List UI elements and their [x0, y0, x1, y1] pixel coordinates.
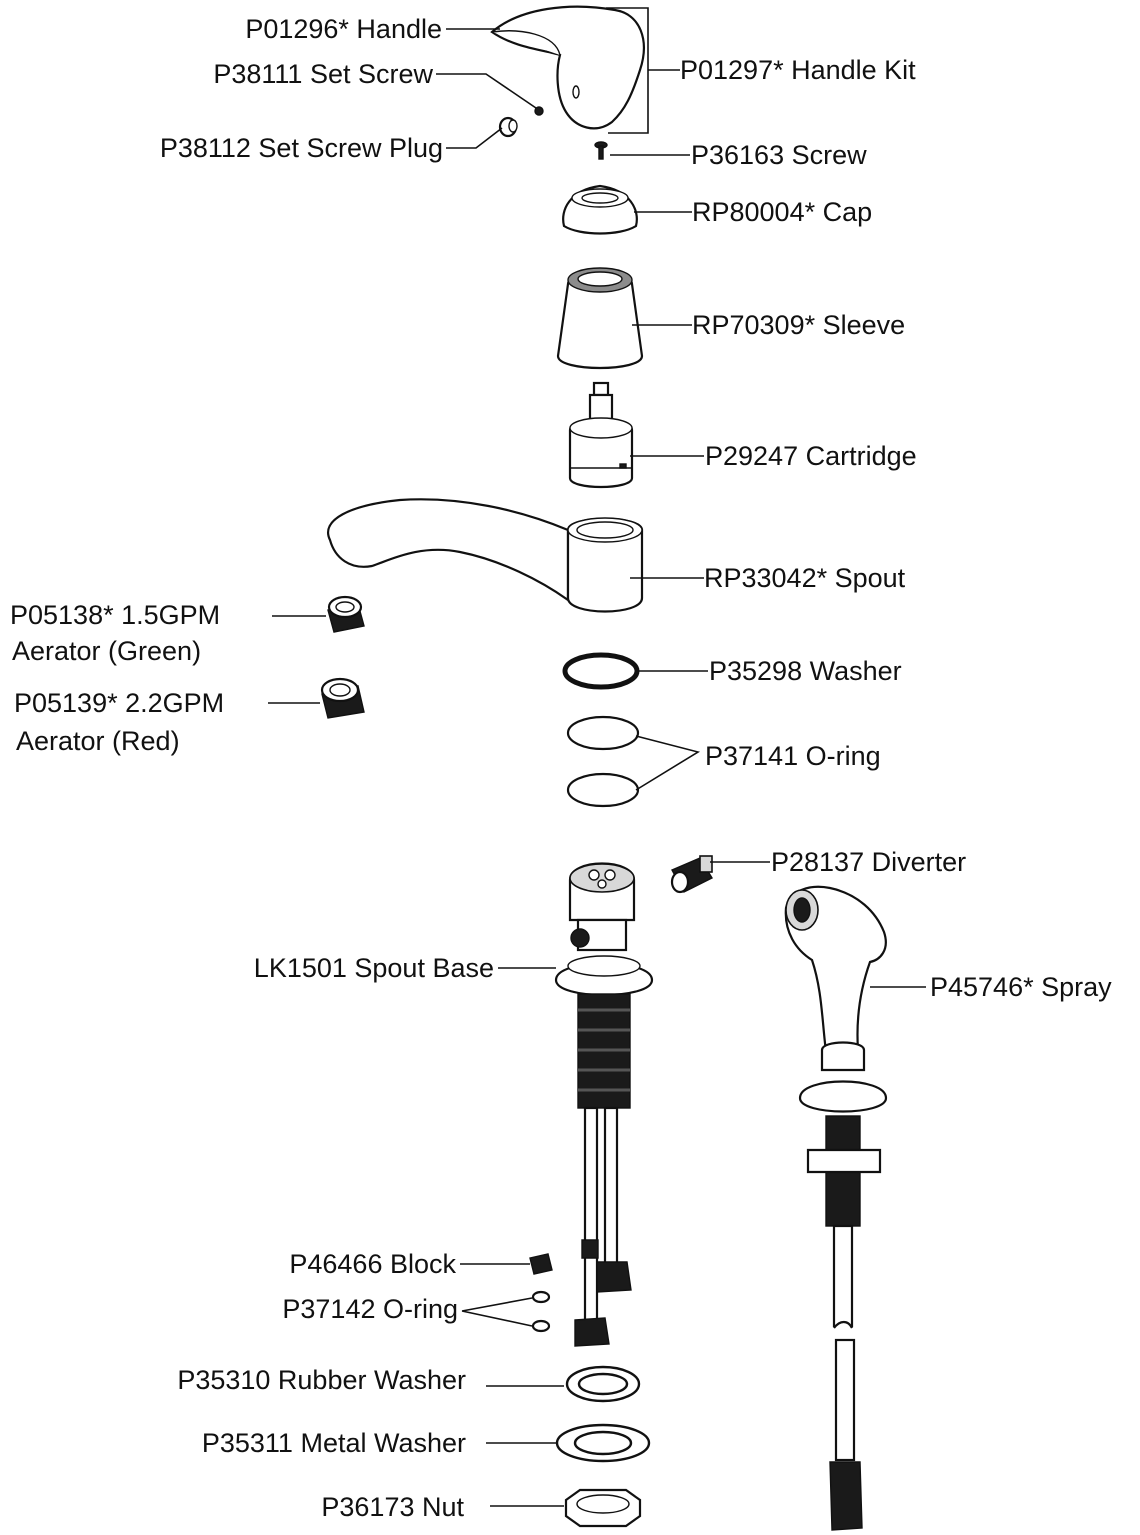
set-screw-plug-part — [498, 116, 518, 138]
washer-part — [562, 652, 640, 690]
label-metal-washer: P35311 Metal Washer — [202, 1428, 466, 1458]
label-cartridge: P29247 Cartridge — [705, 441, 917, 471]
label-aerator-green-line2: Aerator (Green) — [12, 636, 201, 666]
screw-part — [594, 141, 608, 160]
label-handle: P01296* Handle — [245, 14, 442, 44]
aerator-green-part — [327, 595, 365, 633]
nut-part — [564, 1488, 642, 1528]
rubber-washer-part — [565, 1365, 641, 1403]
block-part — [529, 1253, 553, 1275]
label-aerator-red-line1: P05139* 2.2GPM — [14, 688, 224, 718]
label-diverter: P28137 Diverter — [771, 847, 966, 877]
label-screw: P36163 Screw — [691, 140, 867, 170]
aerator-red-part — [320, 677, 365, 719]
label-aerator-red-line2: Aerator (Red) — [16, 726, 180, 756]
spray-part — [784, 885, 888, 1531]
label-spray: P45746* Spray — [930, 972, 1112, 1002]
diverter-part — [670, 855, 713, 894]
label-set-screw-plug: P38112 Set Screw Plug — [160, 133, 443, 163]
label-oring-small: P37142 O-ring — [282, 1294, 458, 1324]
spout-part — [327, 498, 644, 613]
label-oring: P37141 O-ring — [705, 741, 881, 771]
label-cap: RP80004* Cap — [692, 197, 872, 227]
cartridge-part — [568, 381, 634, 489]
label-nut: P36173 Nut — [321, 1492, 464, 1522]
oring-small-part — [531, 1290, 551, 1333]
set-screw-part — [534, 106, 544, 116]
handle-part — [490, 5, 645, 130]
label-set-screw: P38111 Set Screw — [213, 59, 433, 89]
label-block: P46466 Block — [289, 1249, 456, 1279]
sleeve-part — [556, 267, 644, 370]
label-aerator-green-line1: P05138* 1.5GPM — [10, 600, 220, 630]
metal-washer-part — [555, 1423, 651, 1463]
leader-lines — [268, 28, 926, 1507]
cap-part — [562, 184, 638, 235]
label-spout-base: LK1501 Spout Base — [254, 953, 494, 983]
label-handle-kit: P01297* Handle Kit — [680, 55, 916, 85]
label-washer: P35298 Washer — [709, 656, 902, 686]
label-rubber-washer: P35310 Rubber Washer — [177, 1365, 466, 1395]
label-spout: RP33042* Spout — [704, 563, 906, 593]
handle-kit-bracket — [606, 7, 680, 134]
oring-part — [566, 715, 640, 808]
label-sleeve: RP70309* Sleeve — [692, 310, 905, 340]
spout-base-part — [554, 862, 654, 1347]
